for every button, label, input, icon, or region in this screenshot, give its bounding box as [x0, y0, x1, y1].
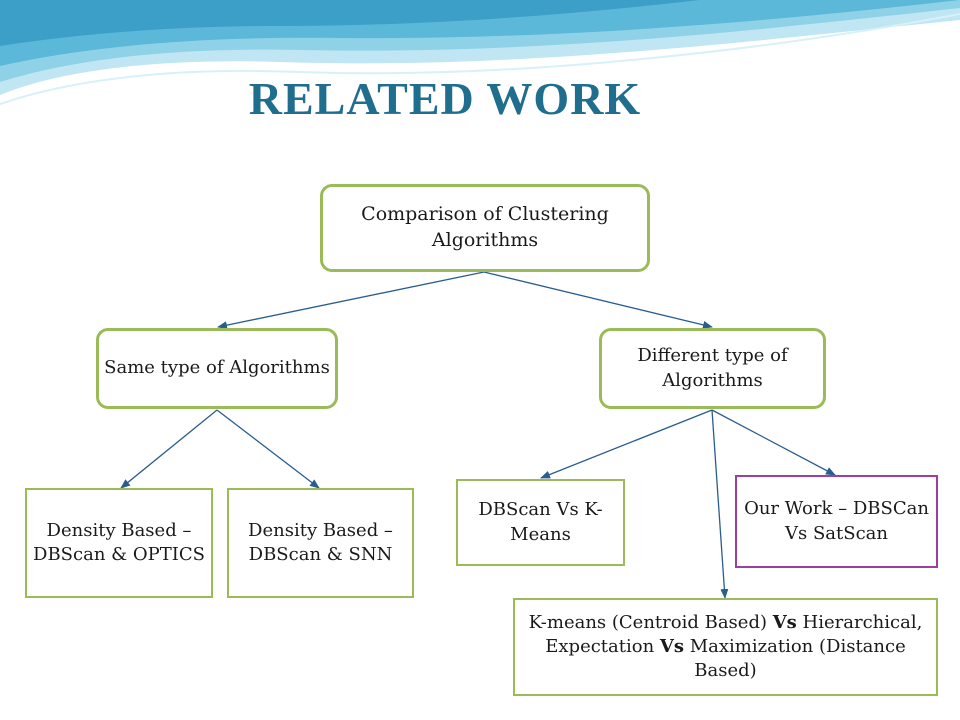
node-label: Different type of Algorithms [637, 345, 788, 391]
node-density-snn: Density Based – DBScan & SNN [227, 488, 414, 598]
node-label: Density Based – DBScan & OPTICS [33, 519, 205, 565]
label-part-2: Hierarchical, Expectation [545, 611, 923, 657]
page-title: RELATED WORK [248, 73, 642, 124]
edge-root-to-same [217, 271, 485, 330]
node-comparison-of-clustering: Comparison of Clustering Algorithms [320, 184, 650, 272]
edge-same-to-optics [120, 409, 218, 489]
node-our-work: Our Work – DBSCan Vs SatScan [735, 475, 938, 568]
node-label: DBScan Vs K-Means [478, 499, 603, 545]
label-vs-2: Vs [659, 635, 685, 657]
label-part-1: K-means (Centroid Based) [528, 611, 773, 633]
edge-different-to-hierarchical [711, 409, 729, 599]
header-wave-decoration [0, 0, 960, 105]
node-label: Same type of Algorithms [104, 357, 330, 379]
node-same-type: Same type of Algorithms [96, 328, 338, 409]
node-dbscan-vs-kmeans: DBScan Vs K-Means [456, 479, 625, 566]
node-kmeans-vs-hierarchical: K-means (Centroid Based) Vs Hierarchical… [513, 598, 938, 696]
edge-same-to-snn [216, 409, 320, 489]
label-part-3: Maximization (Distance Based) [684, 635, 906, 682]
node-label: Our Work – DBSCan Vs SatScan [744, 498, 929, 544]
edge-different-to-ourwork [711, 409, 836, 476]
node-different-type: Different type of Algorithms [599, 328, 826, 409]
label-vs-1: Vs [772, 611, 797, 633]
edge-root-to-different [483, 271, 713, 329]
node-label: Comparison of Clustering Algorithms [361, 203, 609, 251]
node-label: K-means (Centroid Based) Vs Hierarchical… [515, 611, 936, 684]
edge-different-to-kmeans [540, 409, 713, 479]
node-label: Density Based – DBScan & SNN [248, 519, 393, 565]
node-density-optics: Density Based – DBScan & OPTICS [25, 488, 213, 598]
